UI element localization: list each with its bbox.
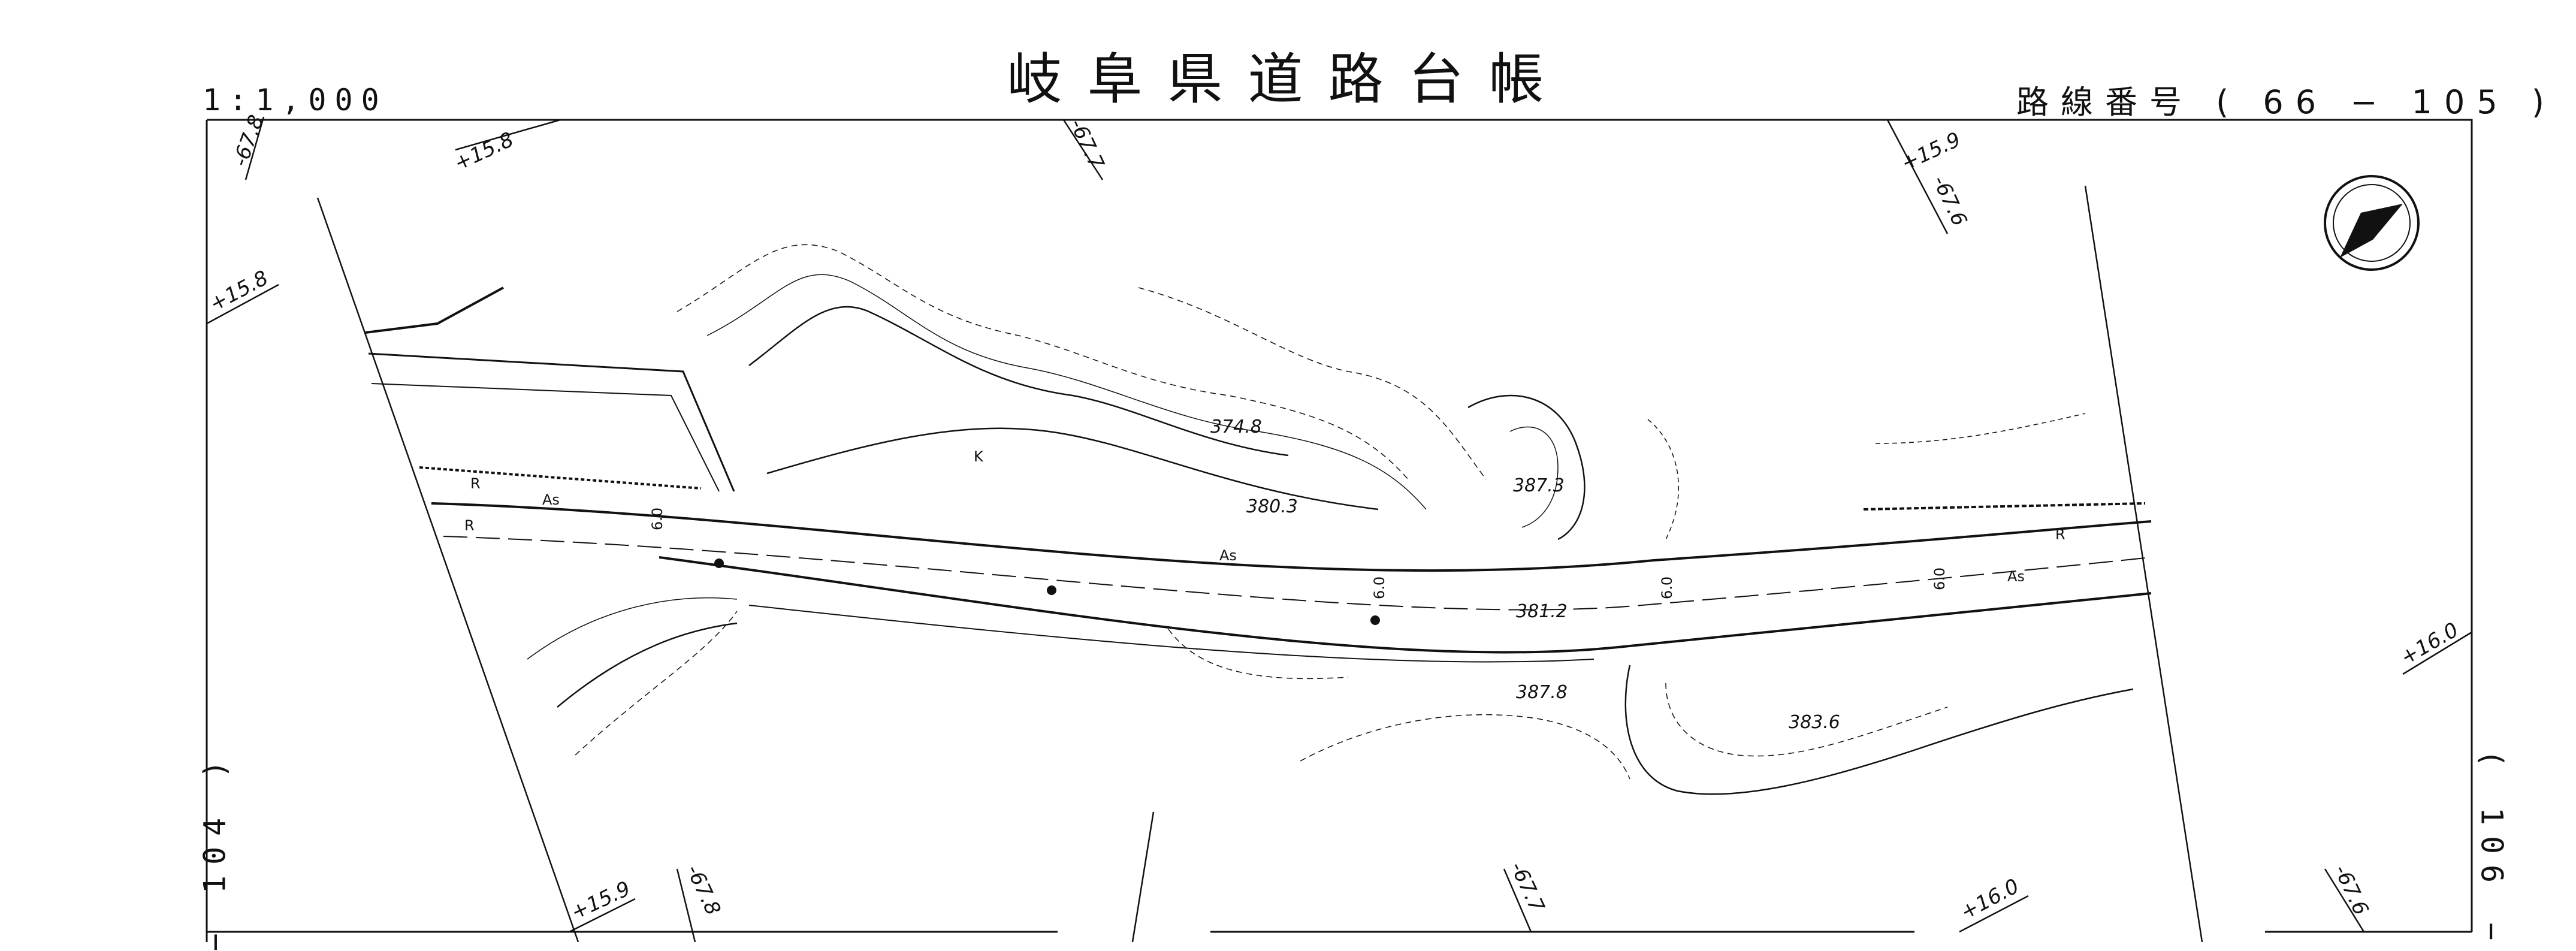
tick-bottom-mid [1503,868,1532,932]
survey-point [1047,585,1056,595]
north-arrow-icon [2324,175,2420,271]
station-right-edge: +16.0 [2397,618,2463,670]
station-bottom-1: +15.9 [567,877,634,925]
tick-top-left-2 [455,119,561,151]
survey-point [1370,615,1380,625]
guard-rail-north [419,466,702,490]
elevation-label: 380.3 [1246,496,1298,517]
guard-rail-west [365,286,504,334]
map-frame [207,119,2473,932]
tick-bottom-right-2 [2324,868,2365,932]
section-line [1131,811,1155,942]
rail-label: R [2055,526,2065,543]
elevation-label: 374.8 [1210,416,1262,437]
route-number: 路線番号 ( 66 − 105 ) [2016,83,2556,121]
elevation-label: 387.8 [1516,682,1568,703]
tick-bottom-right-1 [1959,895,2029,933]
station-top-right-1: +15.9 [1898,128,1964,176]
station-top-left-2: +15.8 [451,128,517,176]
road-edge-south [659,556,2152,654]
contour-s1 [527,597,738,660]
contour-n4 [766,427,1379,511]
sheet-boundary-right [2084,185,2203,942]
rail-label: R [470,475,481,492]
contour-n1 [677,244,1409,480]
contour-n7 [1509,426,1559,528]
contour-s3 [575,611,738,756]
road-centerline [443,536,2152,611]
width-label: 6.0 [1931,567,1948,590]
surface-label: As [1219,547,1237,564]
contour-n9 [1875,413,2086,444]
width-label: 6.0 [649,508,666,530]
side-road-edge-inner [371,383,720,492]
contour-n8 [1647,419,1680,540]
station-left-edge: +15.8 [206,266,272,316]
tick-top-right [1886,119,1949,234]
station-top-mid: -67.7 [1065,115,1109,173]
tick-bottom-1 [569,898,636,933]
contour-n6 [1467,394,1586,541]
elevation-label: 381.2 [1516,601,1568,622]
road-edge-north [431,502,2152,572]
station-bottom-right-2: -67.6 [2329,861,2373,919]
width-label: 6.0 [1659,576,1675,599]
contour-s5 [1624,665,2134,795]
tick-left-edge [206,283,279,325]
tick-right-edge [2402,631,2472,675]
road-shoulder-south [748,605,1594,663]
north-arrow-pointer [2340,204,2403,258]
material-label: K [974,448,984,465]
elevation-label: 383.6 [1789,712,1840,733]
guard-rail-east [1863,502,2146,511]
elevation-label: 387.3 [1513,475,1565,496]
contour-n2 [706,274,1427,510]
contour-n3 [748,306,1289,457]
map-title: 岐阜県道路台帳 [1007,47,1569,111]
contour-n5 [1138,287,1487,480]
survey-point [714,558,724,568]
station-bottom-right-1: +16.0 [1956,874,2023,925]
surface-label: As [542,491,560,508]
contour-s6 [1665,683,1948,757]
station-top-right-2: -67.6 [1928,172,1971,230]
contour-s2 [557,622,738,708]
sheet-boundary-left [316,197,579,942]
surface-label: As [2007,568,2025,585]
tick-top-mid [1062,119,1104,180]
tick-bottom-2 [676,868,696,942]
width-label: 6.0 [1371,576,1388,599]
tick-top-left-1 [244,116,265,180]
contour-s4 [1300,714,1630,780]
map-scale: 1:1,000 [203,83,388,117]
rail-label: R [464,517,475,534]
side-road-edge [368,352,735,492]
